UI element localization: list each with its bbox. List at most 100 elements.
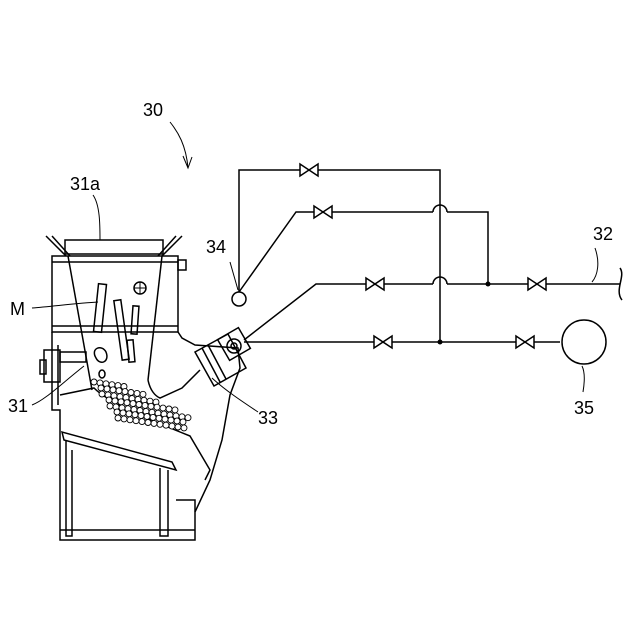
label-hopper: 31a [70, 174, 101, 194]
valve [366, 278, 384, 290]
port-ring [202, 348, 220, 382]
material-chunk [99, 370, 105, 378]
pellet [116, 388, 122, 394]
label-pipe: 32 [593, 224, 613, 244]
valve [374, 336, 392, 348]
pellet [132, 412, 138, 418]
hopper-flange-left [46, 236, 66, 256]
pellet [172, 407, 178, 413]
pellet [130, 401, 136, 407]
material-chunk [94, 348, 107, 363]
hopper-flange-left-2 [52, 236, 70, 256]
label-device: 30 [143, 100, 163, 120]
label-tank: 35 [574, 398, 594, 418]
material-piece [127, 340, 135, 362]
material-piece [94, 284, 107, 333]
hopper-bracket [178, 260, 186, 270]
funnel-right [148, 256, 162, 380]
pellet [156, 415, 162, 421]
pellet [121, 416, 127, 422]
apparatus [40, 236, 250, 540]
pellet [118, 399, 124, 405]
pellet [106, 397, 112, 403]
pipe-break [619, 268, 622, 300]
hopper-flange-right-2 [158, 236, 176, 256]
leader-pipe [592, 248, 598, 282]
pellet [144, 414, 150, 420]
label-body: 31 [8, 396, 28, 416]
pipe-upper-branch-2 [447, 212, 488, 284]
pellet [166, 406, 172, 412]
pellet [126, 411, 132, 417]
pellet [162, 416, 168, 422]
pipe-middle-branch [244, 284, 433, 340]
valve [528, 278, 546, 290]
pipe-upper-branch [239, 212, 433, 292]
pellet [136, 402, 142, 408]
material-piece [114, 300, 129, 360]
pellet [168, 417, 174, 423]
pellet [110, 387, 116, 393]
valve [314, 206, 332, 218]
hopper-casing [52, 256, 178, 332]
pellet [120, 410, 126, 416]
pellet [185, 415, 191, 421]
junction [438, 340, 443, 345]
pellets [91, 379, 191, 431]
frame-leg-left [66, 440, 72, 536]
leader-tank [582, 366, 584, 392]
label-material: M [10, 299, 25, 319]
leader-material [32, 302, 98, 308]
pellet [140, 391, 146, 397]
pipe-top-loop [239, 170, 440, 342]
pellet [134, 390, 140, 396]
label-sensor: 34 [206, 237, 226, 257]
pellet [160, 405, 166, 411]
pellet [169, 423, 175, 429]
pellet [104, 386, 110, 392]
pellet [112, 398, 118, 404]
port-body [195, 334, 246, 386]
pellet [124, 400, 130, 406]
pellet [175, 424, 181, 430]
pellet [91, 379, 97, 385]
pellet [139, 419, 145, 425]
pellet [181, 425, 187, 431]
valve [300, 164, 318, 176]
side-motor-cap [40, 360, 46, 374]
sensor-34 [232, 292, 246, 306]
pellet [127, 417, 133, 423]
pellet [99, 391, 105, 397]
inner-curve [148, 370, 200, 398]
tank-35 [562, 320, 606, 364]
pellet [154, 404, 160, 410]
pellet [163, 422, 169, 428]
lower-tray [62, 432, 176, 470]
leader-sensor [230, 262, 238, 290]
pellet [122, 389, 128, 395]
pellet [174, 418, 180, 424]
hopper-plate [65, 240, 163, 254]
pellet [180, 419, 186, 425]
piping [232, 164, 622, 364]
valve [516, 336, 534, 348]
main-housing [52, 332, 240, 540]
pellet [157, 421, 163, 427]
pellet [133, 418, 139, 424]
pellet [150, 414, 156, 420]
pellet [98, 385, 104, 391]
hopper-flange-right [162, 236, 182, 256]
frame-leg-right [160, 468, 168, 536]
pellet [107, 403, 113, 409]
leader-hopper [93, 195, 100, 240]
pellet [115, 415, 121, 421]
label-port: 33 [258, 408, 278, 428]
pellet [128, 390, 134, 396]
material-piece [131, 306, 139, 334]
junction [486, 282, 491, 287]
pellet [148, 403, 154, 409]
funnel-left [68, 256, 92, 390]
pellet [151, 420, 157, 426]
pellet [114, 409, 120, 415]
